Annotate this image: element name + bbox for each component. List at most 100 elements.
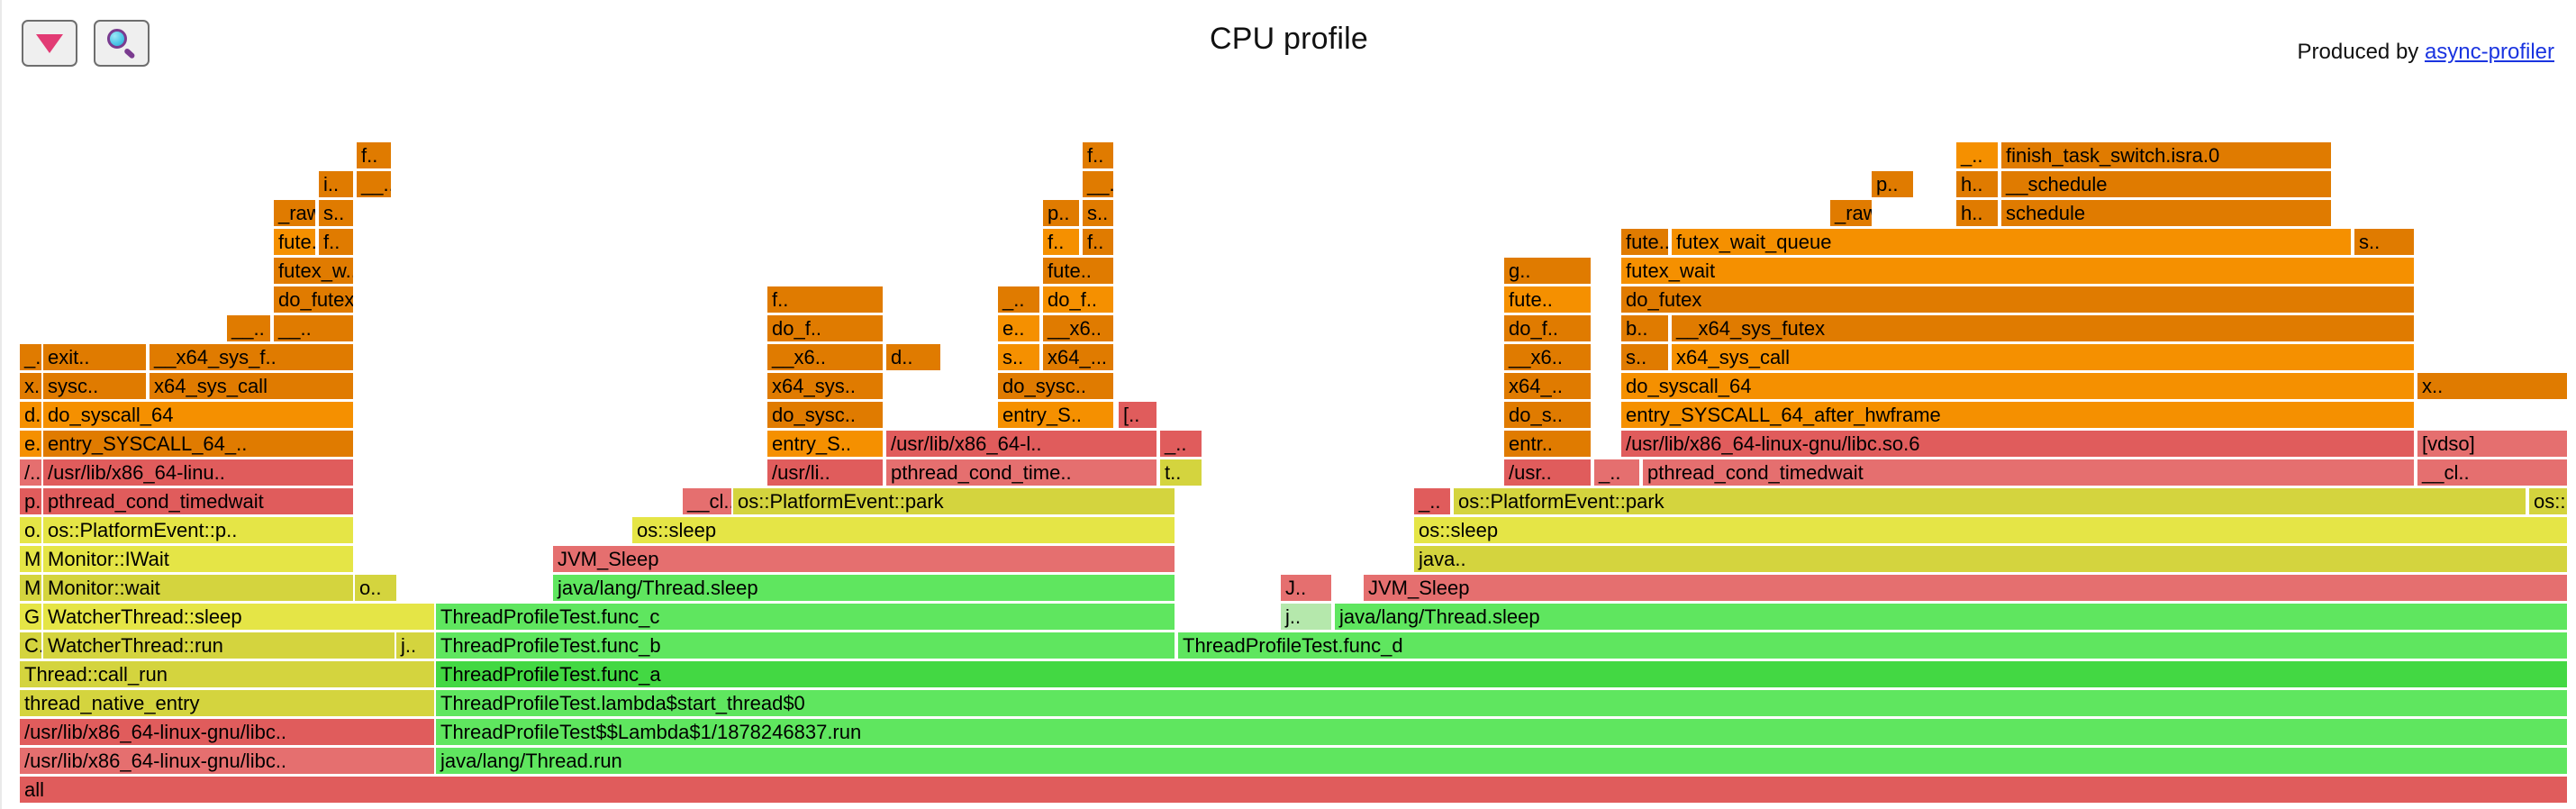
- flame-frame[interactable]: ThreadProfileTest$$Lambda$1/1878246837.r…: [436, 719, 2567, 745]
- flame-frame[interactable]: os::PlatformEvent::park: [733, 488, 1175, 514]
- flame-frame[interactable]: java/lang/Thread.run: [436, 748, 2567, 774]
- flame-frame[interactable]: os::sleep: [632, 517, 1175, 543]
- flame-frame[interactable]: j..: [396, 632, 434, 659]
- flame-frame[interactable]: all: [20, 777, 2567, 803]
- flame-frame[interactable]: _..: [1414, 488, 1450, 514]
- flame-frame[interactable]: JVM_Sleep: [1364, 575, 2567, 601]
- flame-frame[interactable]: JVM_Sleep: [553, 546, 1175, 572]
- flame-frame[interactable]: /usr..: [1504, 459, 1591, 486]
- flame-frame[interactable]: fute..: [274, 229, 315, 255]
- flame-frame[interactable]: s..: [2354, 229, 2414, 255]
- flame-frame[interactable]: ThreadProfileTest.func_a: [436, 661, 2567, 687]
- flame-frame[interactable]: futex_wait_queue: [1672, 229, 2351, 255]
- flame-frame[interactable]: /usr/lib/x86_64-linu..: [43, 459, 353, 486]
- flame-frame[interactable]: entry_SYSCALL_64_..: [43, 431, 353, 457]
- flame-frame[interactable]: ThreadProfileTest.lambda$start_thread$0: [436, 690, 2567, 716]
- flame-frame[interactable]: e..: [998, 315, 1039, 341]
- flame-frame[interactable]: _..: [20, 344, 41, 370]
- flame-frame[interactable]: java/lang/Thread.sleep: [1335, 604, 2567, 630]
- flame-frame[interactable]: sysc..: [43, 373, 146, 399]
- flame-frame[interactable]: h..: [1956, 171, 1998, 197]
- flame-frame[interactable]: fute..: [1621, 229, 1668, 255]
- flame-frame[interactable]: s..: [319, 200, 353, 226]
- flame-frame[interactable]: M..: [20, 575, 41, 601]
- flame-frame[interactable]: do_s..: [1504, 402, 1591, 428]
- flame-frame[interactable]: do_syscall_64: [43, 402, 353, 428]
- flame-frame[interactable]: f..: [1083, 229, 1113, 255]
- flame-frame[interactable]: o..: [355, 575, 396, 601]
- flame-frame[interactable]: entry_SYSCALL_64_after_hwframe: [1621, 402, 2414, 428]
- flame-frame[interactable]: /..: [20, 459, 41, 486]
- flame-frame[interactable]: _..: [1956, 142, 1998, 168]
- flame-frame[interactable]: os::PlatformEvent::park: [1454, 488, 2526, 514]
- flame-frame[interactable]: _..: [1594, 459, 1639, 486]
- flame-frame[interactable]: entr..: [1504, 431, 1591, 457]
- flame-frame[interactable]: Monitor::wait: [43, 575, 353, 601]
- flame-frame[interactable]: i..: [319, 171, 353, 197]
- flame-frame[interactable]: x64_...: [1043, 344, 1113, 370]
- flame-frame[interactable]: do_syscall_64: [1621, 373, 2414, 399]
- flame-frame[interactable]: os::PlatformEvent::p..: [43, 517, 353, 543]
- flame-frame[interactable]: _..: [1160, 431, 1202, 457]
- flame-frame[interactable]: os::..: [2529, 488, 2567, 514]
- flame-frame[interactable]: pthread_cond_timedwait: [1643, 459, 2414, 486]
- flame-frame[interactable]: o..: [20, 517, 41, 543]
- flame-frame[interactable]: java/lang/Thread.sleep: [553, 575, 1175, 601]
- flame-frame[interactable]: _..: [998, 286, 1039, 313]
- flame-frame[interactable]: entry_S..: [998, 402, 1113, 428]
- flame-frame[interactable]: x64_sys..: [767, 373, 883, 399]
- flamegraph-canvas[interactable]: all/usr/lib/x86_64-linux-gnu/libc..java/…: [2, 85, 2576, 805]
- flame-frame[interactable]: f..: [357, 142, 391, 168]
- flame-frame[interactable]: __..: [227, 315, 270, 341]
- flame-frame[interactable]: M..: [20, 546, 41, 572]
- flame-frame[interactable]: WatcherThread::sleep: [43, 604, 434, 630]
- flame-frame[interactable]: do_sysc..: [767, 402, 883, 428]
- flame-frame[interactable]: e..: [20, 431, 41, 457]
- flame-frame[interactable]: C..: [20, 632, 41, 659]
- flame-frame[interactable]: [vdso]: [2417, 431, 2567, 457]
- flame-frame[interactable]: g..: [1504, 258, 1591, 284]
- flame-frame[interactable]: ThreadProfileTest.func_c: [436, 604, 1175, 630]
- flame-frame[interactable]: pthread_cond_timedwait: [43, 488, 353, 514]
- flame-frame[interactable]: x..: [20, 373, 41, 399]
- flame-frame[interactable]: f..: [319, 229, 353, 255]
- flame-frame[interactable]: __cl..: [683, 488, 731, 514]
- flame-frame[interactable]: /usr/lib/x86_64-l..: [886, 431, 1156, 457]
- flame-frame[interactable]: futex_wait: [1621, 258, 2414, 284]
- flame-frame[interactable]: s..: [1083, 200, 1113, 226]
- flame-frame[interactable]: thread_native_entry: [20, 690, 434, 716]
- flame-frame[interactable]: WatcherThread::run: [43, 632, 395, 659]
- flame-frame[interactable]: __x6..: [1504, 344, 1591, 370]
- flame-frame[interactable]: __x64_sys_f..: [150, 344, 353, 370]
- flame-frame[interactable]: f..: [1083, 142, 1113, 168]
- flame-frame[interactable]: p..: [1043, 200, 1079, 226]
- flame-frame[interactable]: entry_S..: [767, 431, 883, 457]
- flame-frame[interactable]: finish_task_switch.isra.0: [2001, 142, 2331, 168]
- flame-frame[interactable]: futex_w..: [274, 258, 353, 284]
- flame-frame[interactable]: do_f..: [1043, 286, 1113, 313]
- flame-frame[interactable]: __cl..: [2417, 459, 2567, 486]
- flame-frame[interactable]: __..: [274, 315, 353, 341]
- flame-frame[interactable]: s..: [1621, 344, 1668, 370]
- flame-frame[interactable]: schedule: [2001, 200, 2331, 226]
- flame-frame[interactable]: /usr/lib/x86_64-linux-gnu/libc.so.6: [1621, 431, 2414, 457]
- flame-frame[interactable]: t..: [1160, 459, 1202, 486]
- flame-frame[interactable]: do_f..: [1504, 315, 1591, 341]
- flame-frame[interactable]: do_sysc..: [998, 373, 1113, 399]
- flame-frame[interactable]: fute..: [1043, 258, 1113, 284]
- flame-frame[interactable]: b..: [1621, 315, 1668, 341]
- flame-frame[interactable]: f..: [1043, 229, 1079, 255]
- flame-frame[interactable]: os::sleep: [1414, 517, 2567, 543]
- flame-frame[interactable]: _raw..: [274, 200, 315, 226]
- flame-frame[interactable]: _raw..: [1830, 200, 1872, 226]
- flame-frame[interactable]: ThreadProfileTest.func_d: [1178, 632, 2567, 659]
- flame-frame[interactable]: p..: [20, 488, 41, 514]
- flame-frame[interactable]: x..: [2417, 373, 2567, 399]
- flame-frame[interactable]: d..: [886, 344, 940, 370]
- flame-frame[interactable]: do_f..: [767, 315, 883, 341]
- flame-frame[interactable]: s..: [998, 344, 1039, 370]
- flame-frame[interactable]: __x6..: [767, 344, 883, 370]
- flame-frame[interactable]: d..: [20, 402, 41, 428]
- flame-frame[interactable]: Monitor::IWait: [43, 546, 353, 572]
- flame-frame[interactable]: __x6..: [1043, 315, 1113, 341]
